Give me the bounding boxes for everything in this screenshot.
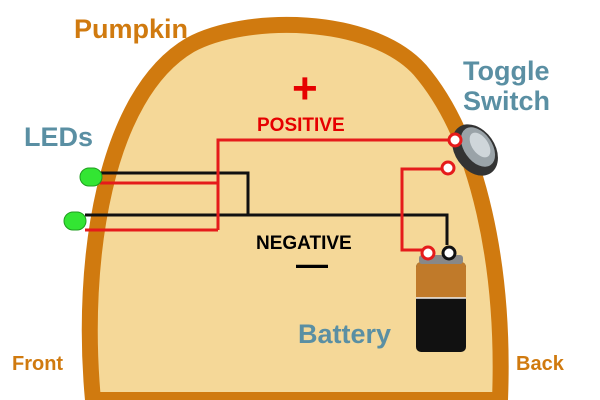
negative-bus-wire	[85, 213, 449, 245]
battery-label: Battery	[298, 319, 391, 349]
pumpkin-body	[81, 16, 509, 400]
negative-wires	[85, 171, 449, 245]
negative-label: NEGATIVE	[256, 233, 352, 254]
led1-black-wire	[100, 171, 250, 215]
toggle-switch-label-line1: Toggle	[463, 56, 549, 86]
toggle-switch-label-line2: Switch	[463, 86, 550, 116]
positive-wires	[85, 138, 452, 252]
positive-bus-wire	[216, 138, 452, 230]
battery-icon	[416, 245, 466, 352]
minus-sign: —	[296, 246, 328, 282]
back-label: Back	[516, 353, 565, 375]
front-label: Front	[12, 353, 63, 375]
positive-label: POSITIVE	[257, 115, 345, 136]
leds-label: LEDs	[24, 122, 93, 152]
toggle-switch-icon	[440, 124, 498, 176]
plus-sign: +	[292, 64, 318, 113]
pumpkin-label: Pumpkin	[74, 14, 188, 44]
switch-to-battery-wire	[400, 167, 446, 252]
led-icon	[63, 167, 103, 231]
